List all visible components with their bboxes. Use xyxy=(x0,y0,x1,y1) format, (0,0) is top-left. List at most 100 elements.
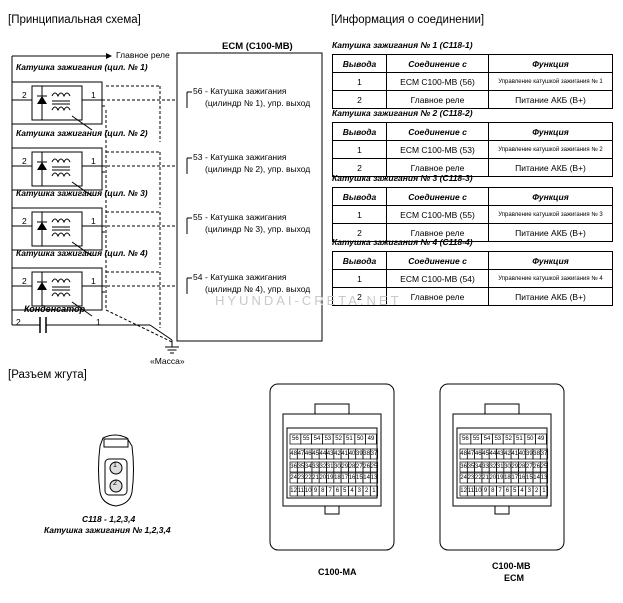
pin-mb-8: 8 xyxy=(491,488,495,494)
pin-ma-44: 44 xyxy=(319,451,327,457)
pin-ma-3: 3 xyxy=(357,488,361,494)
schematic-header: [Принципиальная схема] xyxy=(8,14,141,26)
pin-mb-29: 29 xyxy=(511,464,519,470)
ecm-title: ECM (C100-MB) xyxy=(222,41,293,52)
pin-ma-27: 27 xyxy=(355,464,363,470)
coil-3-ecm-pin: 55 xyxy=(193,212,203,222)
pin-mb-41: 41 xyxy=(511,451,519,457)
pin-ma-49: 49 xyxy=(367,436,375,442)
pin-mb-51: 51 xyxy=(516,436,523,442)
pin-ma-21: 21 xyxy=(312,475,319,481)
table-1-title: Катушка зажигания № 1 (C118-1) xyxy=(332,40,473,50)
pin-mb-21: 21 xyxy=(482,475,489,481)
coil-4-pin-b: 1 xyxy=(91,276,96,286)
pin-ma-26: 26 xyxy=(363,464,370,470)
table-cell: 2 xyxy=(332,158,387,177)
pin-mb-33: 33 xyxy=(482,464,489,470)
pin-mb-27: 27 xyxy=(525,464,533,470)
pin-ma-15: 15 xyxy=(355,475,363,481)
table-4-title: Катушка зажигания № 4 (C118-4) xyxy=(332,237,473,247)
pin-mb-18: 18 xyxy=(504,475,511,481)
pin-mb-28: 28 xyxy=(518,464,526,470)
pin-mb-12: 12 xyxy=(460,488,467,494)
c100ma-label: C100-MA xyxy=(318,567,357,577)
pin-ma-33: 33 xyxy=(312,464,319,470)
pin-mb-15: 15 xyxy=(525,475,533,481)
pin-mb-6: 6 xyxy=(505,488,510,494)
pin-ma-47: 47 xyxy=(297,451,305,457)
pin-ma-52: 52 xyxy=(335,436,342,442)
connection-info-header: [Информация о соединении] xyxy=(331,14,485,26)
pin-ma-34: 34 xyxy=(304,464,312,470)
pin-mb-49: 49 xyxy=(537,436,545,442)
pin-mb-42: 42 xyxy=(504,451,511,457)
pin-mb-48: 48 xyxy=(460,451,467,457)
pin-mb-17: 17 xyxy=(511,475,519,481)
pin-ma-43: 43 xyxy=(326,451,334,457)
pin-mb-19: 19 xyxy=(496,475,504,481)
pin-mb-3: 3 xyxy=(527,488,531,494)
capacitor-label: Конденсатор xyxy=(24,304,86,314)
coil-1-ecm-pin: 56 xyxy=(193,86,203,96)
pin-ma-13: 13 xyxy=(370,475,378,481)
pin-ma-28: 28 xyxy=(348,464,356,470)
pin-mb-5: 5 xyxy=(513,488,517,494)
pin-ma-25: 25 xyxy=(370,464,378,470)
pin-ma-42: 42 xyxy=(334,451,341,457)
pin-ma-5: 5 xyxy=(343,488,347,494)
coil-4-title: Катушка зажигания (цил. № 4) xyxy=(16,248,148,258)
pin-ma-38: 38 xyxy=(363,451,370,457)
pin-ma-37: 37 xyxy=(370,451,378,457)
pin-mb-38: 38 xyxy=(533,451,540,457)
pin-mb-47: 47 xyxy=(467,451,475,457)
pin-ma-17: 17 xyxy=(341,475,349,481)
pin-ma-29: 29 xyxy=(341,464,349,470)
pin-mb-32: 32 xyxy=(489,464,497,470)
pin-ma-35: 35 xyxy=(297,464,305,470)
coil-1-title: Катушка зажигания (цил. № 1) xyxy=(16,62,148,72)
coil-4-desc1: - Катушка зажигания xyxy=(205,272,287,282)
ecm-label: ECM xyxy=(504,573,524,583)
pin-ma-54: 54 xyxy=(313,436,321,442)
pin-ma-30: 30 xyxy=(334,464,341,470)
pin-mb-55: 55 xyxy=(472,436,480,442)
pin-ma-6: 6 xyxy=(335,488,340,494)
coil-3-pin-a: 2 xyxy=(22,216,27,226)
pin-mb-53: 53 xyxy=(494,436,502,442)
pin-mb-14: 14 xyxy=(533,475,540,481)
pin-ma-9: 9 xyxy=(313,488,318,494)
pin-mb-20: 20 xyxy=(489,475,497,481)
pin-ma-31: 31 xyxy=(326,464,334,470)
pin-mb-16: 16 xyxy=(518,475,526,481)
coil-2-pin-b: 1 xyxy=(91,156,96,166)
c118-pin-1: 1 xyxy=(113,462,117,469)
pin-mb-11: 11 xyxy=(467,488,475,494)
coil-2-pin-a: 2 xyxy=(22,156,27,166)
coil-2-desc1: - Катушка зажигания xyxy=(205,152,287,162)
pin-ma-4: 4 xyxy=(350,488,354,494)
ground-label: «Масса» xyxy=(150,356,185,366)
pin-ma-16: 16 xyxy=(348,475,356,481)
coil-3-title: Катушка зажигания (цил. № 3) xyxy=(16,188,148,198)
pin-mb-31: 31 xyxy=(496,464,504,470)
pin-mb-9: 9 xyxy=(483,488,488,494)
pin-ma-40: 40 xyxy=(348,451,356,457)
pin-mb-54: 54 xyxy=(483,436,491,442)
pin-ma-55: 55 xyxy=(302,436,310,442)
table-3-title: Катушка зажигания № 3 (C118-3) xyxy=(332,173,473,183)
coil-1-desc2: (цилиндр № 1), упр. выход xyxy=(205,98,311,108)
pin-ma-41: 41 xyxy=(341,451,349,457)
c100mb-label: C100-MB xyxy=(492,561,531,571)
coil-circuits xyxy=(11,81,192,328)
coil-1-desc1: - Катушка зажигания xyxy=(205,86,287,96)
c118-description: Катушка зажигания № 1,2,3,4 xyxy=(44,525,171,535)
pin-ma-48: 48 xyxy=(290,451,297,457)
pin-mb-35: 35 xyxy=(467,464,475,470)
